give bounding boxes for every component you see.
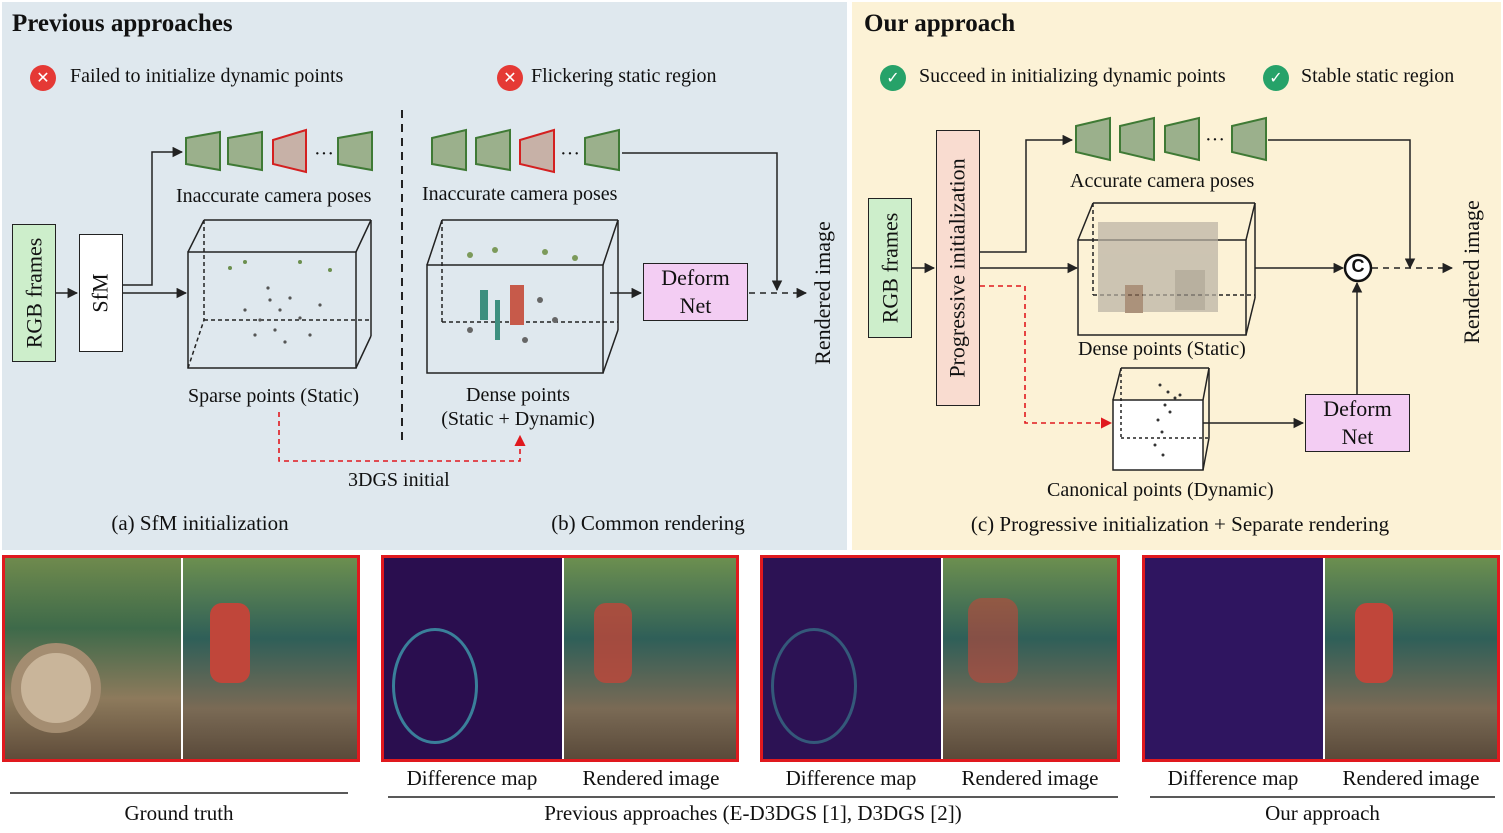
dense-point-cloud-ours — [1098, 222, 1218, 313]
dots-a: ··· — [314, 143, 334, 165]
camera-frustum-icon — [1075, 116, 1267, 162]
fail-label-1: Failed to initialize dynamic points — [70, 65, 344, 87]
ok-label-1: Succeed in initializing dynamic points — [919, 65, 1226, 87]
dense-points-static-label: Dense points (Static) — [1078, 338, 1246, 360]
previous-approaches-caption: Previous approaches (E-D3DGS [1], D3DGS … — [544, 801, 962, 825]
sparse-points-cube — [187, 219, 372, 369]
camera-frustum-icon — [519, 128, 555, 174]
accurate-poses-label: Accurate camera poses — [1070, 170, 1255, 192]
inaccurate-poses-label-a: Inaccurate camera poses — [176, 185, 372, 207]
ground-truth-label: Ground truth — [124, 801, 234, 825]
fail-label-2: Flickering static region — [531, 65, 717, 87]
dense-point-cloud-prev — [467, 247, 578, 343]
sparse-points-label: Sparse points (Static) — [188, 385, 360, 407]
concat-letter: C — [1351, 256, 1365, 276]
deform-net-label-ours: Deform Net — [1323, 396, 1392, 449]
init-label: 3DGS initial — [348, 469, 450, 491]
diff-map-label-2: Difference map — [785, 766, 917, 790]
our-approach-caption: Our approach — [1265, 801, 1380, 825]
deform-net-box-ours: Deform Net — [1305, 394, 1410, 452]
ground-truth-image — [2, 555, 360, 762]
diff-map-label-1: Difference map — [406, 766, 538, 790]
previous-approach-2-image — [760, 555, 1120, 762]
rendered-label-1: Rendered image — [582, 766, 720, 790]
previous-approach-1-image — [381, 555, 739, 762]
sfm-box: SfM — [79, 234, 123, 352]
canonical-points-cube — [1112, 367, 1210, 471]
deform-net-box-prev: Deform Net — [643, 263, 748, 321]
cross-icon: ✕ — [30, 65, 56, 91]
dense-points-label-1: Dense points — [466, 384, 570, 406]
deform-net-label-prev: Deform Net — [661, 265, 730, 318]
rendered-label-2: Rendered image — [961, 766, 1099, 790]
our-approach-image — [1142, 555, 1500, 762]
caption-c: (c) Progressive initialization + Separat… — [970, 512, 1390, 536]
diff-map-label-3: Difference map — [1167, 766, 1299, 790]
inaccurate-poses-label-b: Inaccurate camera poses — [422, 183, 618, 205]
caption-a: (a) SfM initialization — [111, 511, 289, 535]
check-icon: ✓ — [880, 65, 906, 91]
dense-points-cube-prev — [426, 219, 619, 374]
camera-frustum-icon — [272, 128, 307, 174]
camera-frustum-icon — [185, 130, 373, 172]
check-icon: ✓ — [1263, 65, 1289, 91]
cross-icon: ✕ — [497, 65, 523, 91]
dense-points-label-2: (Static + Dynamic) — [441, 408, 595, 430]
sparse-point-cloud — [228, 260, 332, 344]
progressive-init-box: Progressive initialization — [936, 130, 980, 406]
rendered-label-3: Rendered image — [1342, 766, 1480, 790]
canonical-point-cloud — [1153, 383, 1182, 457]
dots-b: ··· — [560, 143, 580, 165]
rgb-frames-box: RGB frames — [12, 224, 56, 362]
ours-heading: Our approach — [864, 10, 1016, 37]
caption-b: (b) Common rendering — [551, 511, 745, 535]
rgb-frames-box-ours: RGB frames — [868, 198, 912, 338]
camera-frustum-icon — [431, 128, 620, 172]
dots-c: ··· — [1205, 129, 1225, 151]
concat-icon — [1343, 253, 1373, 283]
ok-label-2: Stable static region — [1301, 65, 1455, 87]
previous-heading: Previous approaches — [12, 10, 233, 37]
canonical-points-label: Canonical points (Dynamic) — [1047, 479, 1274, 501]
